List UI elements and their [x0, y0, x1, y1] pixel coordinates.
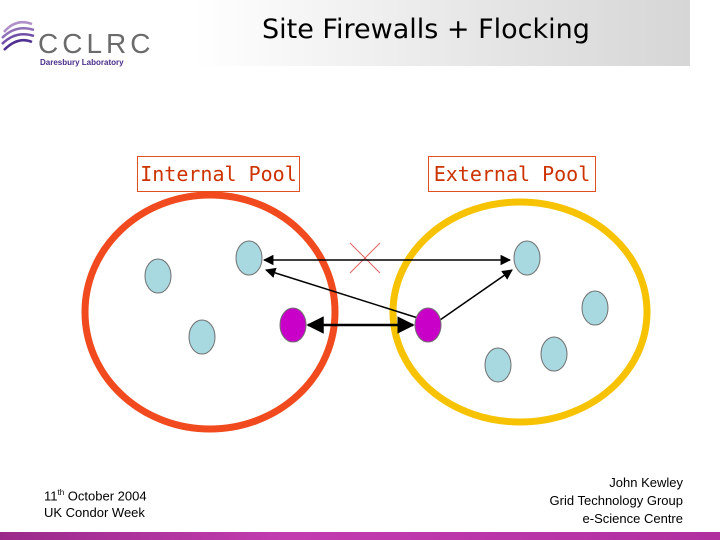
footer-date: 11th October 2004: [44, 484, 147, 504]
page-title: Site Firewalls + Flocking: [262, 14, 590, 45]
external-node-1: [513, 240, 541, 276]
external-pool-ellipse: [389, 198, 651, 426]
internal-pool-label: Internal Pool: [137, 156, 300, 192]
external-pool-label: External Pool: [428, 156, 596, 192]
bottom-accent-bar: [0, 532, 720, 540]
internal-pool-ellipse: [81, 191, 339, 433]
external-gateway-node: [414, 307, 442, 343]
external-node-4: [484, 347, 512, 383]
gateway-to-external-arrow: [439, 269, 513, 321]
external-node-2: [581, 290, 609, 326]
footer-event: UK Condor Week: [44, 505, 145, 521]
footer-author: John Kewley: [609, 475, 683, 490]
internal-gateway-node: [279, 307, 307, 343]
gateway-to-internal-arrow: [264, 267, 419, 319]
footer-date-event: 11th October 2004 UK Condor Week: [44, 484, 147, 521]
header-band: [0, 0, 690, 66]
logo-subtitle: Daresbury Laboratory: [40, 58, 124, 67]
footer-author-block: John Kewley Grid Technology Group e-Scie…: [550, 474, 683, 528]
date-rest: October 2004: [64, 488, 147, 504]
logo-text: CCLRC: [38, 28, 155, 59]
internal-node-2: [235, 240, 263, 276]
internal-node-3: [188, 319, 216, 355]
footer-centre: e-Science Centre: [582, 511, 683, 526]
external-node-3: [540, 336, 568, 372]
date-suffix: th: [57, 488, 65, 497]
logo-swirl-icon: [1, 21, 35, 51]
footer-group: Grid Technology Group: [549, 493, 683, 508]
cclrc-logo: CCLRC Daresbury Laboratory: [0, 8, 150, 67]
date-day: 11: [44, 488, 58, 504]
internal-node-1: [144, 258, 172, 294]
